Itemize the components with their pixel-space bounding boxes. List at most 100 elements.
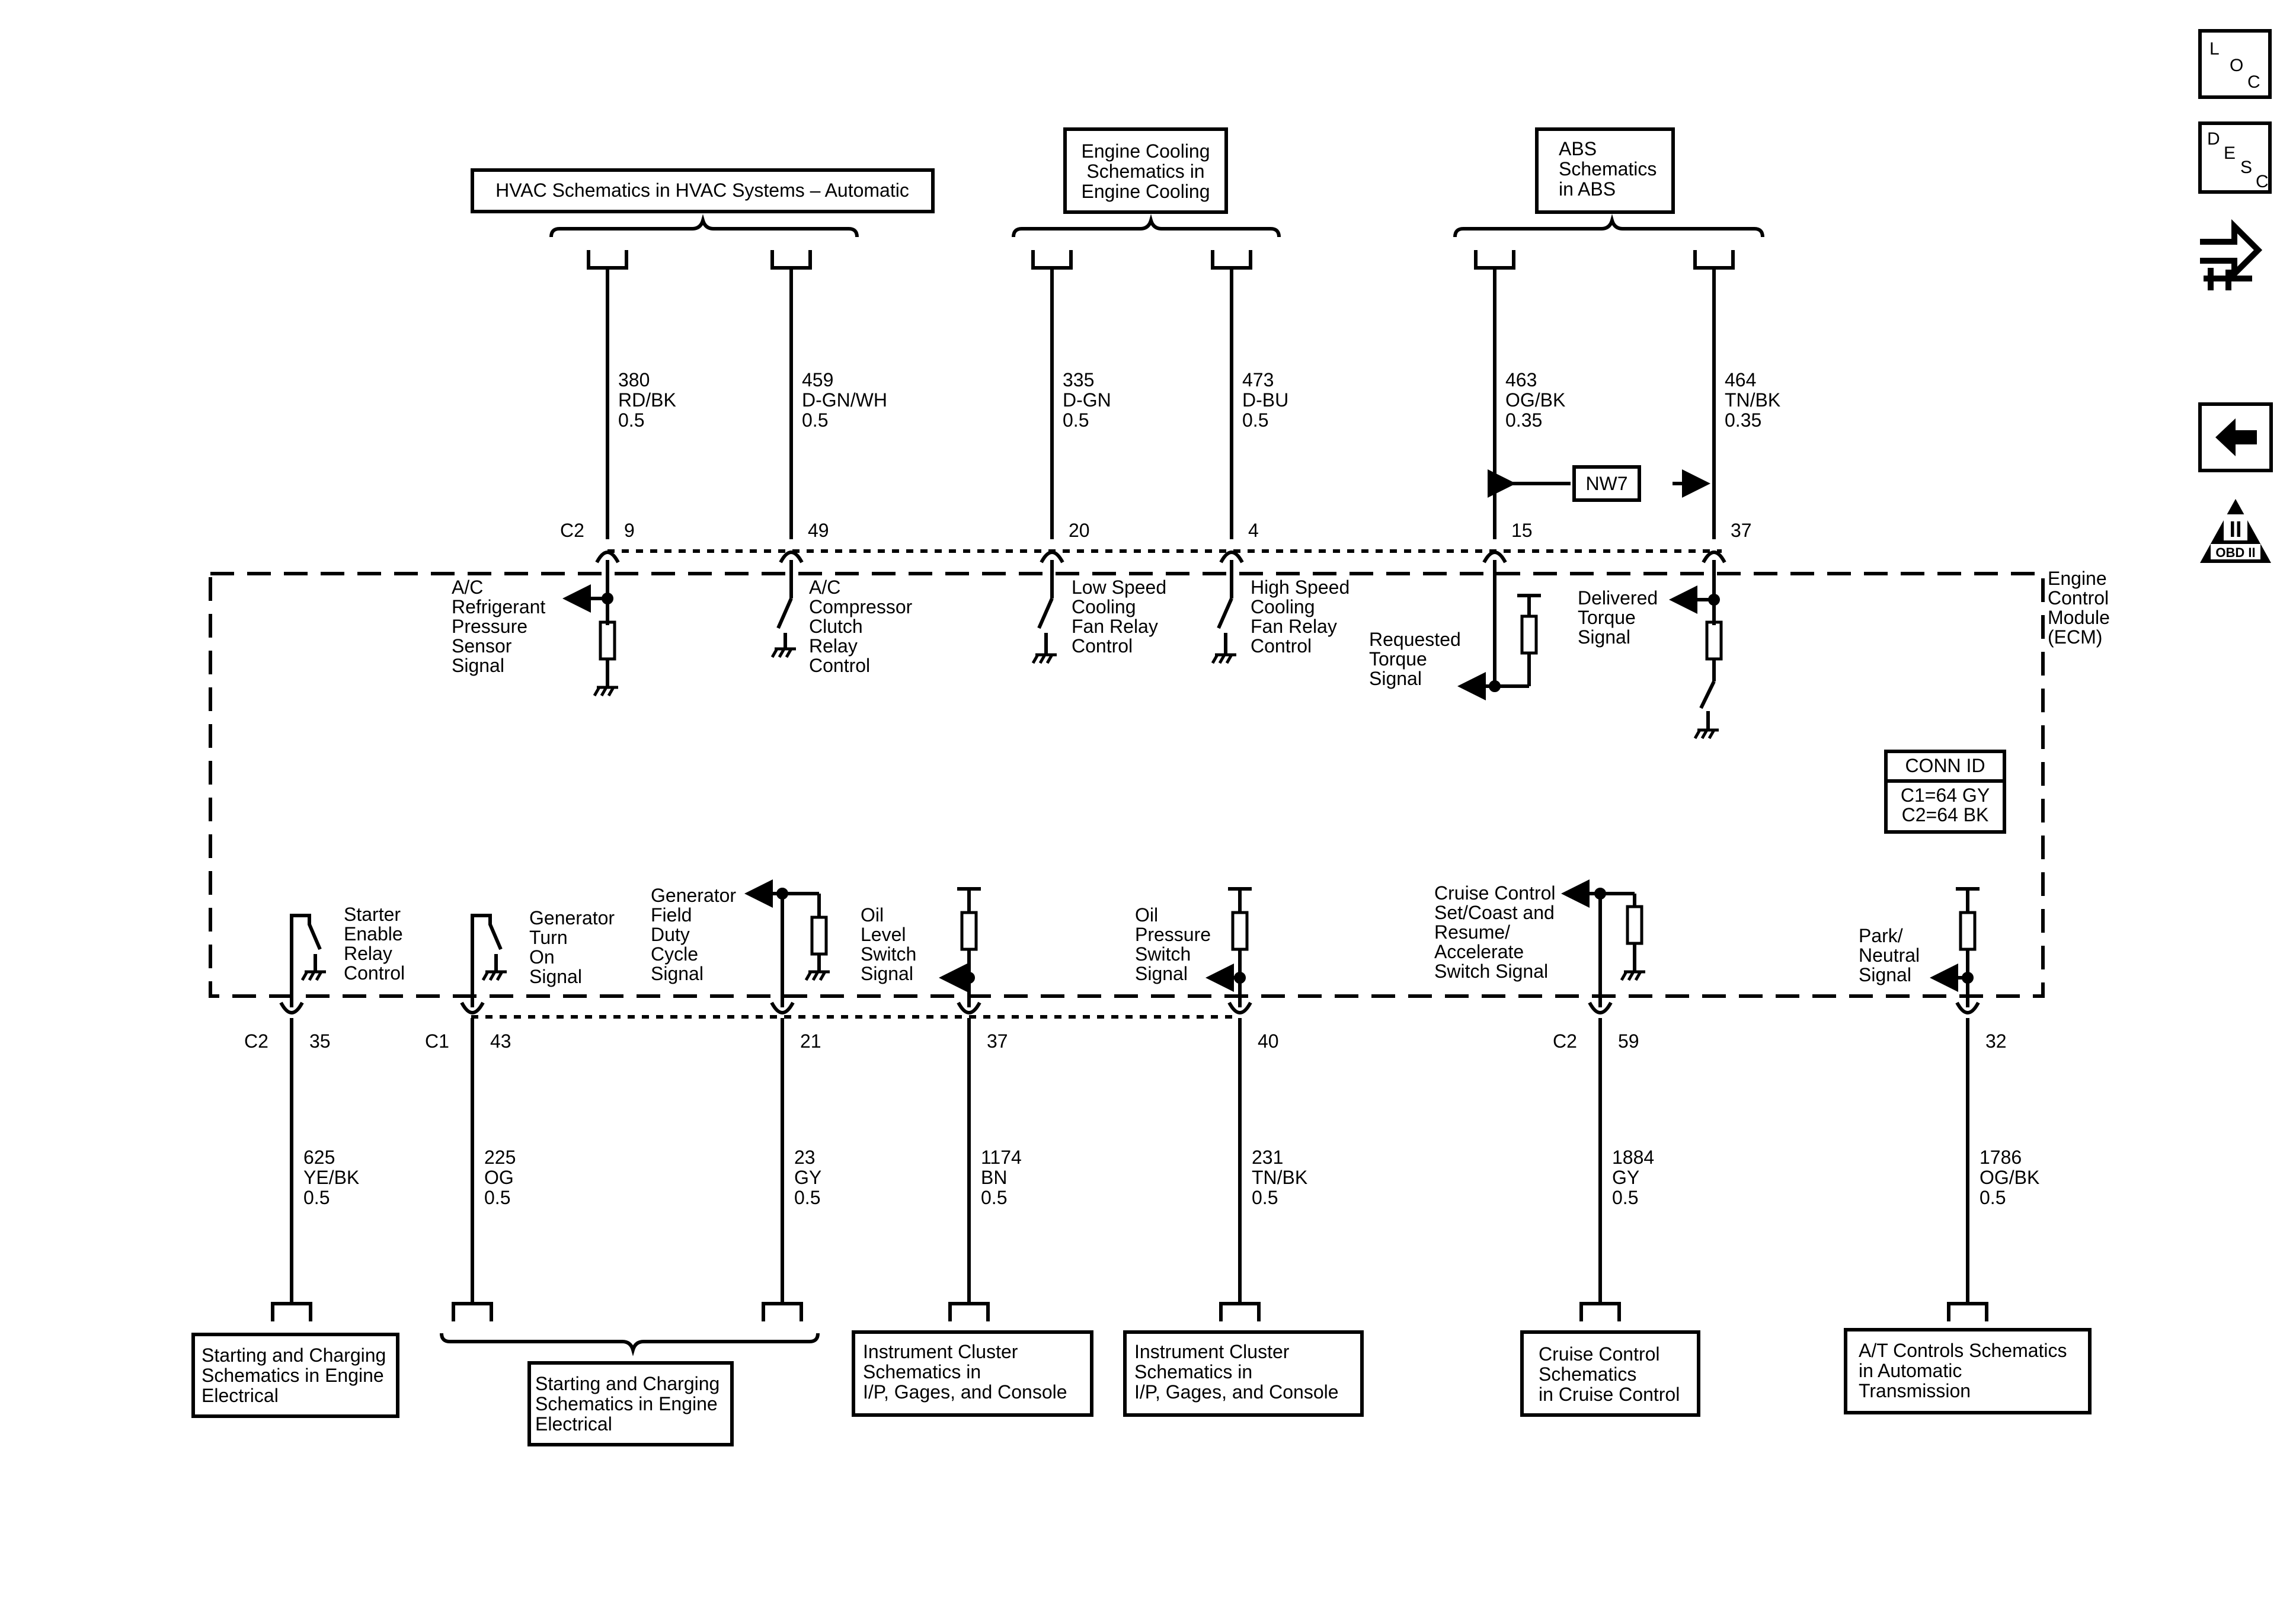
ground-symbol	[1620, 970, 1645, 981]
conn-id-box: CONN ID C1=64 GY C2=64 BK	[1884, 750, 2006, 834]
relay-switch	[471, 914, 503, 1007]
pin-number: 21	[800, 1030, 821, 1052]
connector-pin	[1955, 1001, 1980, 1014]
top-box-hvac: HVAC Schematics in HVAC Systems – Automa…	[471, 168, 935, 238]
svg-text:C: C	[2256, 172, 2269, 191]
bottom-box-starting-1: Starting and Charging Schematics in Engi…	[191, 1333, 399, 1418]
circuit-number: 1786	[1980, 1147, 2022, 1168]
module-label: Engine Control Module (ECM)	[2048, 568, 2115, 648]
resistor	[960, 911, 978, 951]
back-arrow-icon[interactable]	[2198, 402, 2273, 472]
connector-pin	[1482, 550, 1507, 564]
connector-socket	[452, 1302, 493, 1321]
svg-text:Electrical: Electrical	[535, 1413, 612, 1435]
switch	[1037, 597, 1054, 629]
bottom-box-starting-2: Starting and Charging Schematics in Engi…	[440, 1333, 820, 1446]
connector-pin	[1227, 1001, 1252, 1014]
wire-gauge: 0.5	[981, 1187, 1007, 1208]
wire-color: TN/BK	[1252, 1167, 1307, 1188]
svg-text:in Automatic: in Automatic	[1859, 1360, 1962, 1381]
bottom-box-instrument-cluster-2: Instrument Cluster Schematics in I/P, Ga…	[1123, 1330, 1364, 1417]
connector-socket	[271, 1302, 312, 1321]
wire-gauge: 0.5	[794, 1187, 820, 1208]
connector-pin	[957, 1001, 981, 1014]
svg-text:in Cruise Control: in Cruise Control	[1539, 1384, 1680, 1405]
circuit-number: 335	[1063, 369, 1094, 391]
wire-color: YE/BK	[303, 1167, 359, 1188]
svg-text:A/T Controls Schematics: A/T Controls Schematics	[1859, 1340, 2067, 1361]
ground-symbol	[1211, 653, 1236, 664]
ground-symbol	[804, 970, 830, 981]
connector-id: C2	[1553, 1030, 1577, 1052]
connector-id: C2	[244, 1030, 268, 1052]
svg-text:E: E	[2224, 143, 2236, 163]
pin-number: 40	[1258, 1030, 1279, 1052]
pin-number: 9	[624, 520, 635, 541]
resistor	[1626, 905, 1643, 945]
wire-color: OG/BK	[1505, 389, 1565, 411]
connector-socket	[948, 1302, 990, 1321]
connector-pin	[1040, 550, 1064, 564]
connector-socket	[1474, 250, 1515, 270]
connector-socket	[1579, 1302, 1621, 1321]
wire-gauge: 0.5	[1252, 1187, 1278, 1208]
loc-icon[interactable]: L O C	[2198, 29, 2272, 99]
wire-gauge: 0.5	[1242, 409, 1268, 431]
pin-number: 32	[1985, 1030, 2007, 1052]
svg-text:Schematics in: Schematics in	[863, 1361, 981, 1382]
wire-color: D-GN/WH	[802, 389, 887, 411]
wire-color: GY	[1612, 1167, 1639, 1188]
circuit-number: 225	[484, 1147, 516, 1168]
circuit-number: 1174	[981, 1147, 1022, 1168]
junction	[1708, 594, 1720, 606]
pin-number: 15	[1511, 520, 1533, 541]
resistor	[810, 916, 828, 956]
ecm-module-outline	[209, 572, 2045, 998]
svg-text:II: II	[2229, 517, 2241, 542]
wire-color: D-GN	[1063, 389, 1111, 411]
svg-text:Engine Cooling: Engine Cooling	[1081, 181, 1210, 202]
obd-ii-icon[interactable]: II OBD II	[2200, 499, 2271, 563]
pin-number: 37	[987, 1030, 1008, 1052]
circuit-number: 1884	[1612, 1147, 1654, 1168]
relay-switch	[290, 914, 322, 1007]
wire-gauge: 0.5	[303, 1187, 330, 1208]
svg-text:Schematics in Engine: Schematics in Engine	[535, 1393, 718, 1414]
connector-end-view-icon[interactable]	[2200, 219, 2263, 290]
connector-pin	[460, 1001, 485, 1014]
connector-pin	[1219, 550, 1244, 564]
svg-text:Starting and Charging: Starting and Charging	[202, 1345, 386, 1366]
connector-pin	[779, 550, 804, 564]
svg-text:Starting and Charging: Starting and Charging	[535, 1373, 720, 1394]
svg-text:OBD II: OBD II	[2215, 545, 2255, 560]
svg-text:Schematics in Engine: Schematics in Engine	[202, 1365, 384, 1386]
svg-text:L: L	[2209, 39, 2220, 59]
nw7-label: NW7	[1488, 465, 1710, 502]
wire-gauge: 0.5	[802, 409, 828, 431]
connector-socket	[1947, 1302, 1988, 1321]
desc-icon[interactable]: D E S C	[2198, 121, 2272, 194]
svg-text:I/P, Gages, and Console: I/P, Gages, and Console	[863, 1381, 1067, 1403]
resistor	[1520, 614, 1538, 655]
junction	[963, 972, 975, 984]
connector-id: C1	[425, 1030, 449, 1052]
junction	[1234, 972, 1246, 984]
svg-text:ABS: ABS	[1559, 138, 1597, 159]
pin-number: 37	[1731, 520, 1752, 541]
